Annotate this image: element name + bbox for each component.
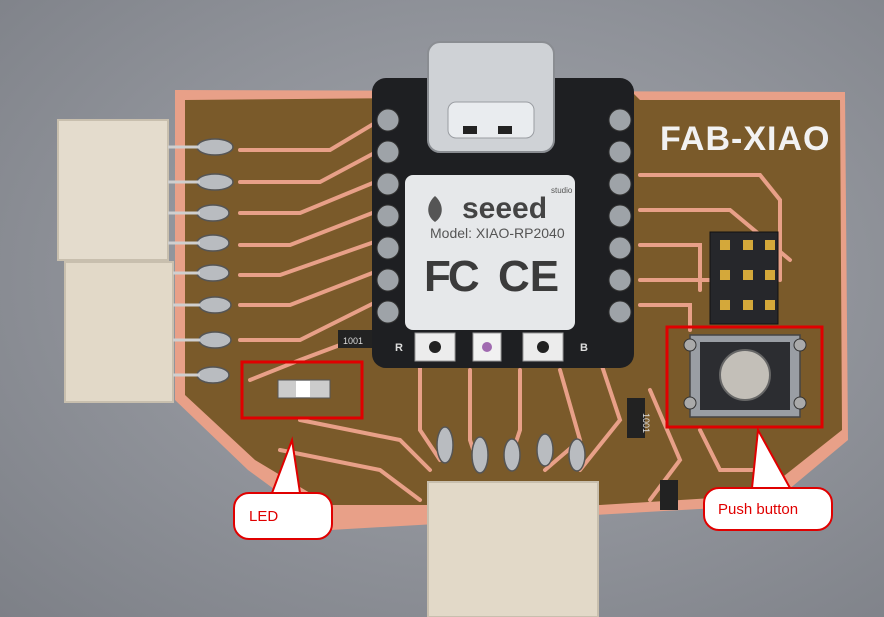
bottom-pin-joints	[436, 426, 586, 474]
chip-sub-brand: studio	[551, 186, 573, 195]
pin-label-r: R	[395, 342, 403, 354]
resistor-r3	[660, 480, 678, 510]
left-pin-leads	[168, 145, 200, 377]
push-button-callout: Push button	[703, 487, 833, 531]
led-callout-label: LED	[249, 507, 279, 525]
seeed-leaf-logo	[428, 196, 442, 222]
left-connector-bottom	[64, 261, 174, 403]
led-callout-tail	[271, 436, 301, 494]
push-button-cap	[719, 349, 771, 401]
button-highlight-box	[665, 325, 824, 429]
bottom-connector	[427, 481, 599, 617]
resistor-r1	[338, 330, 372, 348]
left-connector-top	[57, 119, 169, 261]
board-label: FAB-XIAO	[660, 120, 831, 158]
ce-mark: CE	[498, 252, 560, 301]
rp2040-shield	[405, 175, 575, 330]
chip-brand: seeed	[462, 192, 548, 225]
rgb-led	[472, 332, 502, 362]
pin-label-b: B	[580, 342, 588, 354]
led-callout: LED	[233, 492, 333, 540]
header-pins	[720, 240, 775, 310]
resistor-r1-label: 1001	[343, 336, 364, 346]
push-button-callout-label: Push button	[718, 500, 799, 518]
chip-model: Model: XIAO-RP2040	[430, 225, 565, 241]
module-castellated-pads	[376, 108, 632, 324]
button-callout-tail	[751, 426, 791, 489]
fcc-mark: FC	[424, 252, 480, 301]
resistor-r2	[627, 398, 645, 438]
led-highlight-box	[240, 360, 364, 420]
resistor-r2-label: 1001	[641, 412, 652, 434]
